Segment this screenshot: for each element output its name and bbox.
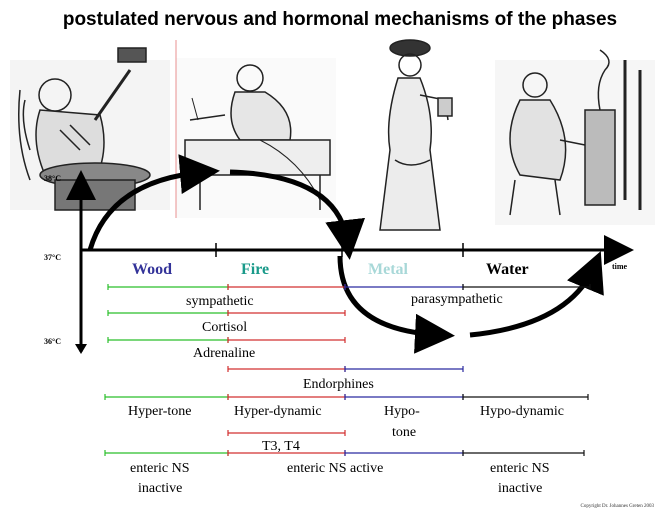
- enteric-inactive-water-label-2: inactive: [498, 481, 542, 497]
- enteric-inactive-water-label: enteric NS: [490, 461, 549, 477]
- phase-fire-label: Fire: [241, 261, 269, 279]
- arrow-fire-to-metal: [230, 172, 348, 245]
- hypo-dynamic-label: Hypo-dynamic: [480, 404, 564, 420]
- enteric-inactive-wood-label: enteric NS: [130, 461, 189, 477]
- copyright-note: Copyright Dr. Johannes Greten 2003: [581, 504, 654, 509]
- sympathetic-label: sympathetic: [186, 294, 254, 310]
- cortisol-label: Cortisol: [202, 320, 247, 336]
- hyper-tone-label: Hyper-tone: [128, 404, 191, 420]
- enteric-active-label: enteric NS active: [287, 461, 383, 477]
- hypo-tone-label-1: Hypo-: [384, 404, 420, 420]
- hypo-tone-label-2: tone: [392, 425, 416, 441]
- arrow-wood-to-fire: [90, 172, 205, 250]
- t3-t4-label: T3, T4: [262, 439, 300, 455]
- phase-water-label: Water: [486, 261, 529, 279]
- hyper-dynamic-label: Hyper-dynamic: [234, 404, 322, 420]
- temp-36-label: 36°C: [44, 337, 61, 346]
- mechanism-lines: [105, 284, 590, 456]
- endorphines-label: Endorphines: [303, 377, 374, 393]
- adrenaline-label: Adrenaline: [193, 346, 255, 362]
- parasympathetic-label: parasympathetic: [411, 292, 503, 308]
- temp-38-label: 38°C: [44, 174, 61, 183]
- phase-metal-label: Metal: [368, 261, 408, 279]
- enteric-inactive-wood-label-2: inactive: [138, 481, 182, 497]
- temp-37-label: 37°C: [44, 253, 61, 262]
- phase-wood-label: Wood: [132, 261, 172, 279]
- time-label: time: [612, 262, 627, 271]
